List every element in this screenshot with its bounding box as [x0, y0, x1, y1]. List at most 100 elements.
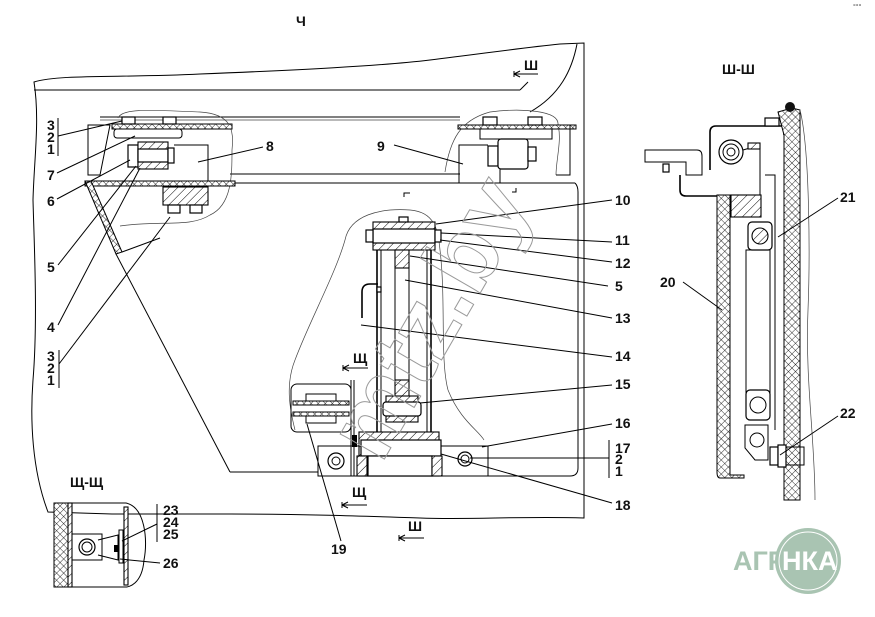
bubble-edge: [288, 239, 346, 431]
section-marker-sh-bottom: Ш: [398, 518, 424, 542]
section-arrow-icon: [341, 501, 367, 509]
hinge-nut: [167, 147, 175, 164]
seal: [352, 435, 357, 447]
callout-group-left-top: 3 2 1: [47, 117, 123, 157]
leader-line: [306, 423, 342, 542]
leader-line: [360, 324, 613, 358]
nut-22-icon: [769, 446, 779, 466]
shch-clip-base: [71, 533, 103, 561]
clip-top: [305, 393, 337, 402]
leader-line: [481, 423, 613, 448]
callout-label: 2: [615, 451, 623, 467]
callout-22: 22: [840, 405, 856, 421]
callout-14: 14: [615, 348, 631, 364]
outer-glass-edge: [799, 109, 816, 501]
shch-panel-left: [53, 502, 69, 588]
channel-wall: [765, 174, 776, 430]
lower-roller-block: [745, 389, 771, 421]
top-pin-tab: [398, 216, 409, 223]
corner-mark-left: [403, 192, 410, 197]
callout-7: 7: [47, 167, 55, 183]
callout-6: 6: [47, 193, 55, 209]
section-arrow-icon: [513, 70, 538, 78]
clip-19: [290, 383, 352, 433]
handle-stop: [376, 286, 382, 293]
section-arrow-icon: [398, 534, 424, 542]
shch-roller-icon: [78, 538, 96, 556]
break-line-right: [529, 43, 578, 113]
callout-21: 21: [840, 189, 856, 205]
door-panel-20: [716, 194, 745, 479]
watermark: mtz.by: [306, 158, 552, 476]
leader-line: [393, 144, 464, 165]
main-view: Ч: [31, 13, 631, 557]
section-shch-label: Щ-Щ: [70, 474, 104, 490]
callout-4: 4: [47, 319, 55, 335]
corner-mark-right: [512, 188, 517, 193]
slide-rail: [745, 249, 771, 411]
base-side-right: [431, 455, 443, 477]
hinge-body-right: [497, 138, 529, 170]
section-shch-view: Щ-Щ 23 24 25 26: [53, 474, 179, 588]
section-sh-view: Ш-Ш 20 21 22: [644, 61, 856, 501]
bolt-head-icon: [121, 116, 136, 125]
housing-pad: [747, 142, 761, 150]
main-view-label: Ч: [296, 13, 306, 29]
diagonal-line: [115, 253, 231, 473]
washer-22: [777, 444, 787, 468]
nut-inner: [460, 454, 470, 464]
detail-bubble-center: [344, 209, 485, 441]
leader-line: [682, 281, 723, 311]
bottom-pin-icon: [749, 432, 765, 448]
lower-block: [162, 186, 209, 206]
callout-label: 2: [47, 360, 55, 376]
callout-12: 12: [615, 255, 631, 271]
shch-panel-right: [123, 506, 129, 586]
bolt-head-icon: [527, 116, 543, 126]
top-plate-left: [111, 123, 233, 130]
hinge-cap-right: [487, 145, 499, 167]
callout-26: 26: [163, 555, 179, 571]
callout-10: 10: [615, 192, 631, 208]
leader-line: [779, 415, 839, 456]
callout-label: 1: [615, 463, 623, 479]
leader-line: [56, 159, 131, 200]
stub-bracket: [644, 149, 703, 176]
callout-5: 5: [47, 259, 55, 275]
callout-9: 9: [377, 138, 385, 154]
logo-text-right: НКА: [782, 546, 837, 576]
shch-outline: [53, 502, 147, 588]
diagonal-strut: [84, 180, 123, 255]
detail-bubble-left: [117, 110, 233, 227]
section-marker-shch-upper: Щ: [342, 350, 368, 372]
bracket-9: [458, 144, 488, 183]
leader-line: [409, 255, 609, 287]
logo-circle-ring: [778, 531, 838, 591]
top-pin-head: [365, 229, 374, 243]
callout-label: 25: [163, 526, 179, 542]
callout-label: 2: [47, 129, 55, 145]
leader-line: [440, 453, 613, 504]
rail-end: [519, 81, 529, 91]
bolt-head-icon: [162, 116, 177, 125]
bolt-head-icon: [327, 452, 345, 470]
watermark-text: mtz.by: [307, 159, 552, 476]
callout-18: 18: [615, 497, 631, 513]
callout-19: 19: [331, 541, 347, 557]
callout-label: 3: [47, 348, 55, 364]
bracket-right: [479, 128, 553, 140]
bracket-plate: [87, 124, 111, 176]
callout-16: 16: [615, 415, 631, 431]
leader-line: [440, 232, 613, 243]
housing-top: [709, 125, 785, 170]
upper-pin-icon: [751, 227, 769, 245]
outer-panel-21: [777, 107, 801, 501]
bolt-head-icon: [189, 204, 203, 214]
bracket-right-end: [556, 124, 571, 176]
leader-line: [435, 199, 613, 225]
bolt-inner: [331, 456, 341, 466]
callout-label: 23: [163, 502, 179, 518]
callout-15: 15: [615, 376, 631, 392]
leader-line: [419, 384, 613, 404]
leader-line: [58, 216, 171, 365]
